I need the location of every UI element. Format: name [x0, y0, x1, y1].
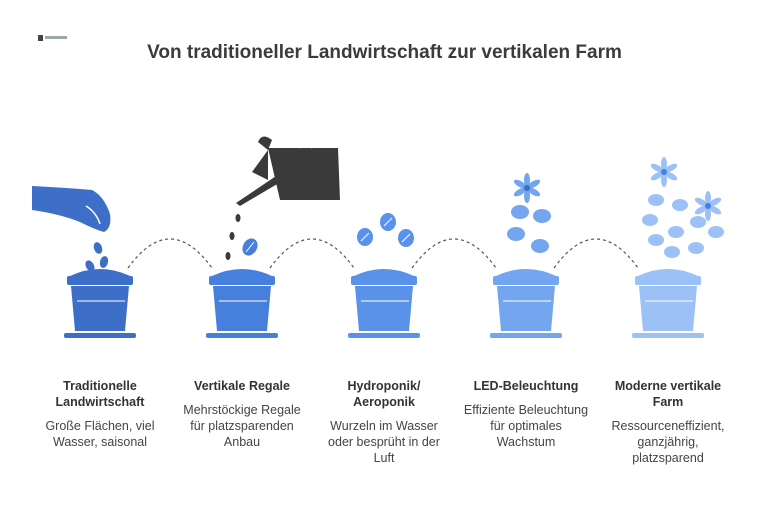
step-5: Moderne vertikale Farm Ressourceneffizie… [604, 378, 732, 466]
flower-icon [650, 157, 678, 187]
flower-icon [694, 191, 722, 221]
hand-with-seeds-icon [32, 186, 111, 272]
logo [38, 30, 68, 41]
connector-arcs [127, 238, 639, 269]
pot-4 [490, 269, 562, 338]
page-title: Von traditioneller Landwirtschaft zur ve… [147, 42, 622, 63]
step-description: Mehrstöckige Regale für platzsparenden A… [183, 403, 301, 449]
pot-1 [64, 269, 136, 338]
sprout-icon [357, 213, 414, 247]
step-4: LED-Beleuchtung Effiziente Beleuchtung f… [462, 378, 590, 450]
step-heading: Traditionelle Landwirtschaft [55, 379, 145, 409]
step-description: Große Flächen, viel Wasser, saisonal [45, 419, 155, 449]
pot-3 [348, 269, 420, 338]
step-heading: Vertikale Regale [194, 379, 290, 393]
step-description: Effiziente Beleuchtung für optimales Wac… [463, 403, 589, 449]
plant-cluster-icon [642, 194, 724, 258]
step-1: Traditionelle Landwirtschaft Große Fläch… [36, 378, 164, 450]
watering-can-icon [225, 136, 340, 260]
step-heading: Hydroponik/ Aeroponik [347, 379, 421, 409]
step-heading: LED-Beleuchtung [473, 379, 579, 393]
pot-2 [206, 269, 278, 338]
step-heading: Moderne vertikale Farm [614, 379, 722, 409]
step-description: Ressourceneffizient, ganzjährig, platzsp… [611, 419, 725, 465]
pot-5 [632, 269, 704, 338]
flower-icon [513, 173, 541, 203]
step-3: Hydroponik/ Aeroponik Wurzeln im Wasser … [320, 378, 448, 466]
step-2: Vertikale Regale Mehrstöckige Regale für… [178, 378, 306, 450]
step-description: Wurzeln im Wasser oder besprüht in der L… [328, 419, 440, 465]
leaves-icon [507, 205, 551, 253]
